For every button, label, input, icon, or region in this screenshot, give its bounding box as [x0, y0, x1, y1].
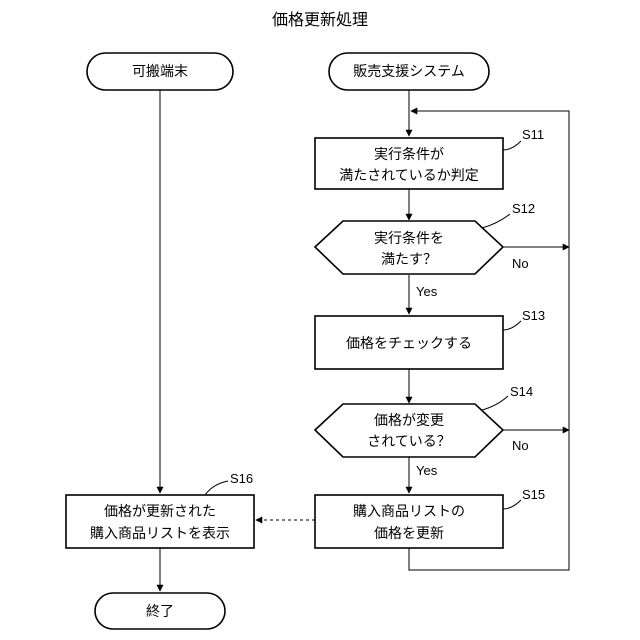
lane-left-label: 可搬端末 — [132, 64, 188, 80]
diagram-title: 価格更新処理 — [272, 10, 368, 29]
s13-text-line1: 価格をチェックする — [346, 336, 472, 352]
s16-step-id: S16 — [230, 471, 253, 486]
s14-text-line1: 価格が変更 — [374, 412, 444, 429]
s14-step-id: S14 — [510, 384, 533, 399]
s11-leader — [503, 141, 521, 150]
s16-text-line2: 購入商品リストを表示 — [90, 526, 230, 542]
s16-leader — [205, 481, 228, 495]
s14-leader — [482, 396, 508, 410]
s12-text-line1: 実行条件を — [374, 230, 444, 247]
s12-no-label: No — [512, 256, 529, 271]
s12-yes-label: Yes — [416, 284, 438, 299]
s11-text-line1: 実行条件が — [374, 146, 444, 163]
s14-no-label: No — [512, 438, 529, 453]
s15-text-line1: 購入商品リストの — [353, 504, 465, 520]
s15-leader — [503, 500, 521, 509]
lane-right-label: 販売支援システム — [353, 64, 465, 80]
s12-step-id: S12 — [512, 201, 535, 216]
s16-text-line1: 価格が更新された — [104, 504, 216, 520]
s15-text-line2: 価格を更新 — [374, 526, 444, 542]
s14-text-line2: されている？ — [367, 434, 451, 450]
s13-step-id: S13 — [522, 308, 545, 323]
end-label: 終了 — [146, 604, 174, 620]
s11-text-line2: 満たされているか判定 — [339, 168, 479, 184]
s14-yes-label: Yes — [416, 463, 438, 478]
s11-step-id: S11 — [522, 127, 544, 142]
s13-leader — [503, 321, 521, 330]
s12-leader — [482, 214, 510, 228]
s12-text-line2: 満たす？ — [381, 252, 437, 268]
s15-step-id: S15 — [522, 487, 545, 502]
